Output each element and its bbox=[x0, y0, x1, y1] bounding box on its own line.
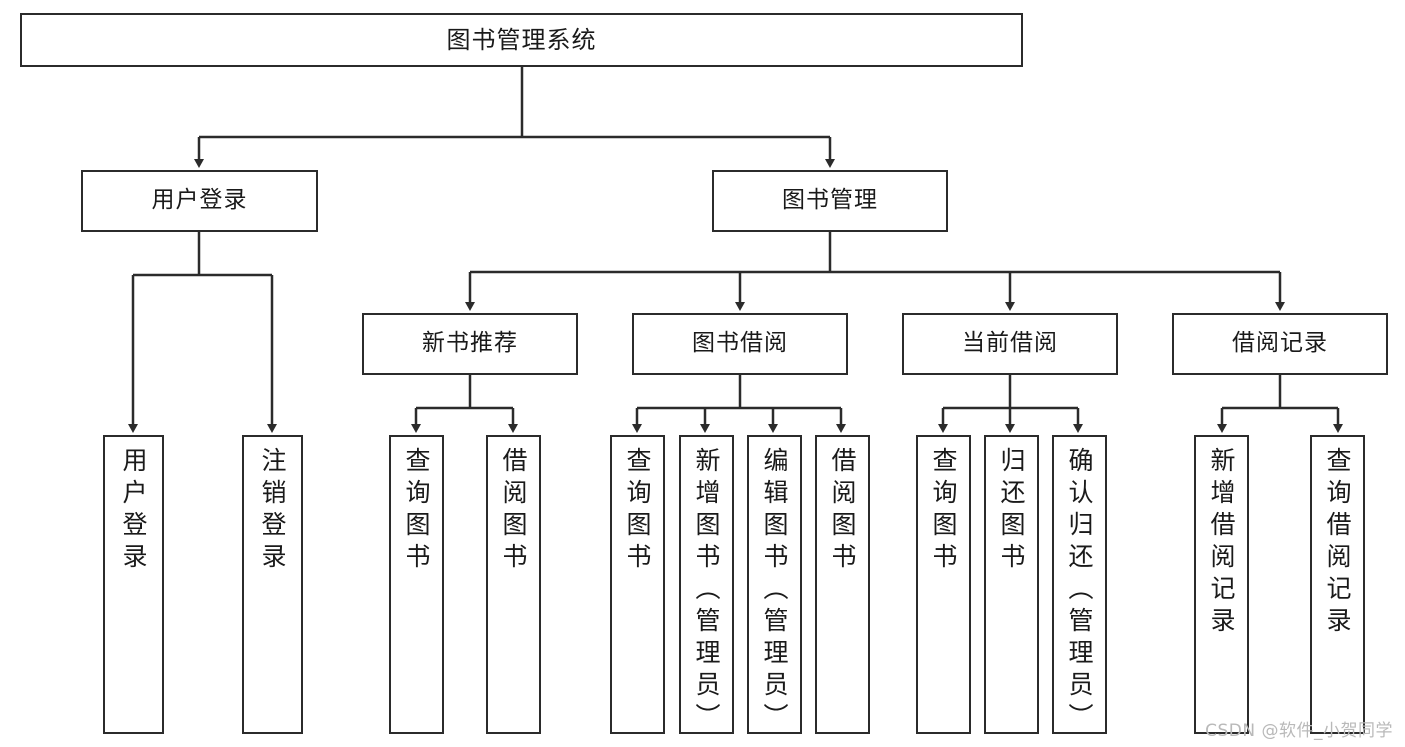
leaf-borrow-query-book[interactable]: 查询图书 bbox=[610, 435, 665, 734]
node-label: 借阅图书 bbox=[828, 447, 857, 575]
node-book-management[interactable]: 图书管理 bbox=[712, 170, 948, 232]
node-current-borrow[interactable]: 当前借阅 bbox=[902, 313, 1118, 375]
node-label: 图书管理系统 bbox=[446, 25, 597, 54]
leaf-record-query-borrow-record[interactable]: 查询借阅记录 bbox=[1310, 435, 1365, 734]
node-label: 当前借阅 bbox=[962, 330, 1058, 357]
node-label: 查询图书 bbox=[623, 447, 652, 575]
node-label: 新书推荐 bbox=[422, 330, 518, 357]
node-label: 用户登录 bbox=[119, 447, 148, 575]
node-user-login[interactable]: 用户登录 bbox=[81, 170, 318, 232]
leaf-record-add-borrow-record[interactable]: 新增借阅记录 bbox=[1194, 435, 1249, 734]
node-label: 归还图书 bbox=[997, 447, 1026, 575]
node-label: 注销登录 bbox=[258, 447, 287, 575]
node-label: 编辑图书（管理员） bbox=[760, 447, 789, 735]
node-label: 确认归还（管理员） bbox=[1065, 447, 1094, 735]
leaf-borrow-borrow-book[interactable]: 借阅图书 bbox=[815, 435, 870, 734]
leaf-current-return-book[interactable]: 归还图书 bbox=[984, 435, 1039, 734]
node-label: 用户登录 bbox=[151, 187, 248, 214]
node-label: 图书管理 bbox=[782, 187, 878, 214]
node-root-book-management-system[interactable]: 图书管理系统 bbox=[20, 13, 1023, 67]
watermark: CSDN @软件_小贺同学 bbox=[1205, 721, 1393, 741]
node-borrow-record[interactable]: 借阅记录 bbox=[1172, 313, 1388, 375]
node-new-book-recommend[interactable]: 新书推荐 bbox=[362, 313, 578, 375]
leaf-user-login[interactable]: 用户登录 bbox=[103, 435, 164, 734]
leaf-current-query-book[interactable]: 查询图书 bbox=[916, 435, 971, 734]
leaf-recommend-borrow-book[interactable]: 借阅图书 bbox=[486, 435, 541, 734]
node-label: 查询借阅记录 bbox=[1323, 447, 1352, 639]
node-label: 新增借阅记录 bbox=[1207, 447, 1236, 639]
leaf-user-logout[interactable]: 注销登录 bbox=[242, 435, 303, 734]
node-label: 图书借阅 bbox=[692, 330, 788, 357]
node-label: 查询图书 bbox=[402, 447, 431, 575]
node-book-borrow[interactable]: 图书借阅 bbox=[632, 313, 848, 375]
node-label: 查询图书 bbox=[929, 447, 958, 575]
node-label: 借阅记录 bbox=[1232, 330, 1328, 357]
leaf-borrow-add-book-admin[interactable]: 新增图书（管理员） bbox=[679, 435, 734, 735]
leaf-borrow-edit-book-admin[interactable]: 编辑图书（管理员） bbox=[747, 435, 802, 735]
node-label: 新增图书（管理员） bbox=[692, 447, 721, 735]
node-label: 借阅图书 bbox=[499, 447, 528, 575]
leaf-recommend-query-book[interactable]: 查询图书 bbox=[389, 435, 444, 734]
leaf-current-confirm-return-admin[interactable]: 确认归还（管理员） bbox=[1052, 435, 1107, 735]
